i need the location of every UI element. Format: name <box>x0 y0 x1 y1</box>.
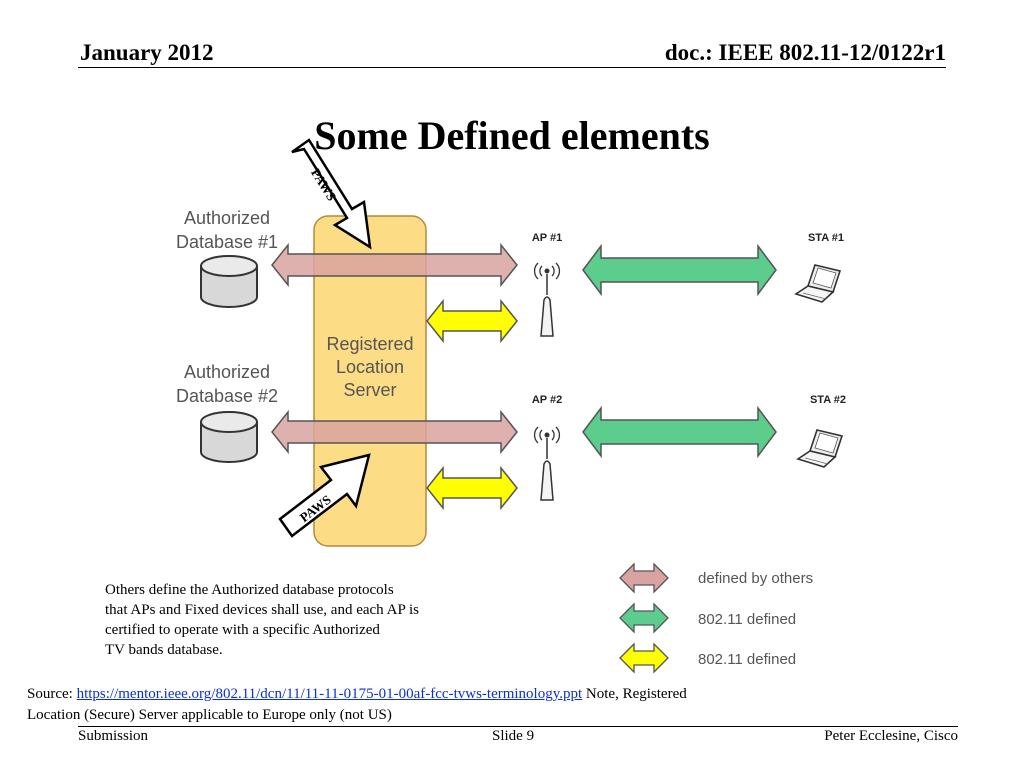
source-line-2: Location (Secure) Server applicable to E… <box>27 707 392 723</box>
sta2-label: STA #2 <box>810 394 846 406</box>
source-suffix: Note, Registered <box>582 686 687 702</box>
db2-label-line2: Database #2 <box>176 386 278 406</box>
description-text: Others define the Authorized database pr… <box>105 580 485 660</box>
footer-divider <box>78 726 958 727</box>
ap2-sta2-arrow <box>582 405 777 459</box>
header-doc-id: doc.: IEEE 802.11-12/0122r1 <box>664 40 946 65</box>
legend-label-80211-yellow: 802.11 defined <box>698 651 797 668</box>
db1-ap1-arrow <box>271 242 518 288</box>
source-link[interactable]: https://mentor.ieee.org/802.11/dcn/11/11… <box>76 686 583 702</box>
sta1-label: STA #1 <box>808 232 844 244</box>
server-ap1-arrow <box>426 298 518 344</box>
ap1-label: AP #1 <box>532 232 562 244</box>
access-point-2-icon <box>533 426 561 501</box>
server-label-line2: Location <box>336 357 404 377</box>
footer-author: Peter Ecclesine, Cisco <box>824 728 958 744</box>
ap1-sta1-arrow <box>582 243 777 297</box>
footer-slide-number: Slide 9 <box>492 728 535 744</box>
legend-arrow-defined-by-others <box>619 562 669 594</box>
db1-label-line2: Database #1 <box>176 232 278 252</box>
legend-label-80211-green: 802.11 defined <box>698 611 797 628</box>
server-label-line3: Server <box>343 380 396 400</box>
laptop-1-icon <box>794 264 842 303</box>
access-point-1-icon <box>533 262 561 337</box>
description-line-4: TV bands database. <box>105 642 223 658</box>
db2-label-line1: Authorized <box>184 362 270 382</box>
legend-arrow-80211-green <box>619 602 669 634</box>
legend-label-defined-by-others: defined by others <box>698 570 814 587</box>
server-label-line1: Registered <box>326 334 413 354</box>
description-line-1: Others define the Authorized database pr… <box>105 582 394 598</box>
database-1-icon <box>200 255 258 308</box>
header-date: January 2012 <box>80 40 214 65</box>
db1-label-line1: Authorized <box>184 208 270 228</box>
laptop-2-icon <box>796 429 844 468</box>
server-ap2-arrow <box>426 465 518 511</box>
description-line-2: that APs and Fixed devices shall use, an… <box>105 602 419 618</box>
header-divider <box>78 67 946 68</box>
footer-submission: Submission <box>78 728 149 744</box>
database-2-icon <box>200 411 258 463</box>
source-note: Source: https://mentor.ieee.org/802.11/d… <box>27 684 817 726</box>
db2-ap2-arrow <box>271 409 518 455</box>
description-line-3: certified to operate with a specific Aut… <box>105 622 380 638</box>
source-prefix: Source: <box>27 686 77 702</box>
slide-title: Some Defined elements <box>314 113 710 158</box>
legend-arrow-80211-yellow <box>619 642 669 674</box>
ap2-label: AP #2 <box>532 394 562 406</box>
paws-arrow-bottom: PAWS <box>278 453 371 538</box>
